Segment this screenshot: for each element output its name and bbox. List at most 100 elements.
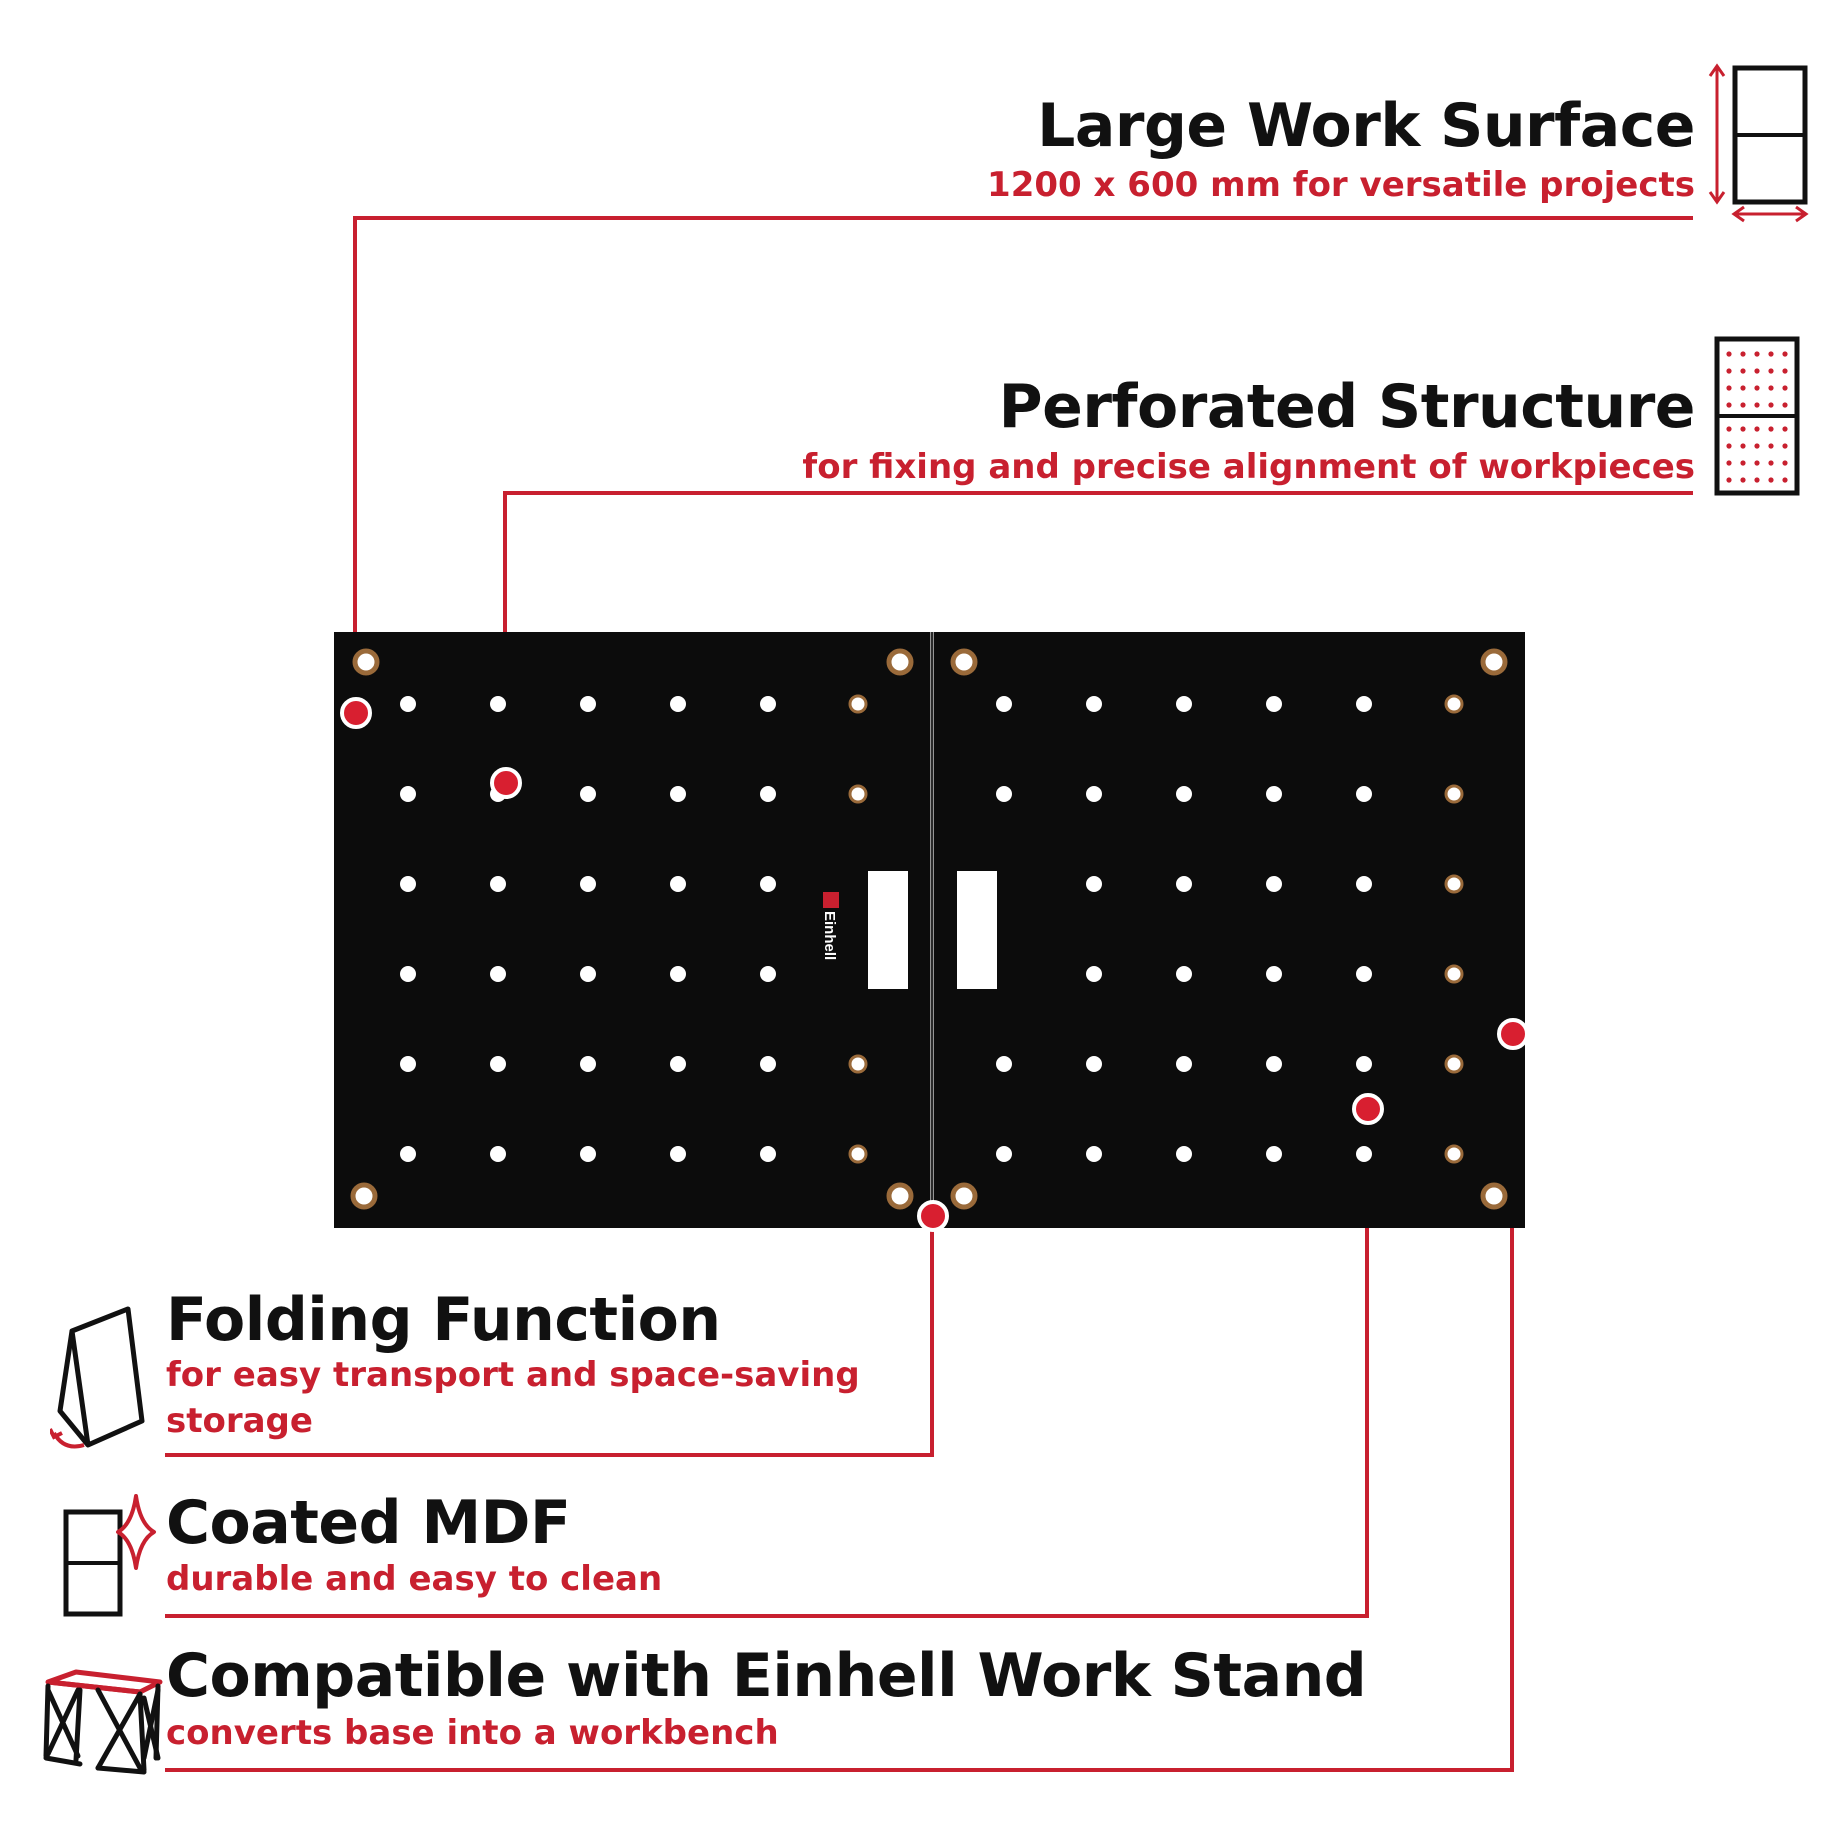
peg-hole [1086, 1146, 1102, 1162]
compatible-title: Compatible with Einhell Work Stand [166, 1641, 1367, 1711]
peg-hole [996, 696, 1012, 712]
perforation-dot [1768, 351, 1774, 357]
peg-hole [760, 696, 776, 712]
peg-hole [400, 786, 416, 802]
brand-logo: Einhell [821, 892, 839, 960]
peg-hole [1356, 966, 1372, 982]
peg-hole [996, 786, 1012, 802]
callout-line-coated [165, 1108, 1369, 1618]
perforation-dot [1782, 426, 1788, 432]
perforated-title: Perforated Structure [998, 372, 1696, 442]
peg-hole [760, 786, 776, 802]
peg-hole [1444, 694, 1464, 714]
peg-hole [670, 786, 686, 802]
handle-slot-right [957, 871, 997, 989]
callout-dots [340, 697, 1529, 1232]
callout-dot-compatible [1497, 1018, 1529, 1050]
perforation-dot [1768, 385, 1774, 391]
board-left-panel [334, 632, 930, 1228]
peg-hole [760, 876, 776, 892]
peg-hole [1444, 784, 1464, 804]
perforation-dot [1782, 385, 1788, 391]
perforation-dot [1740, 477, 1746, 483]
callout-line-large-surface [353, 216, 1693, 712]
folding-subtitle-line1: for easy transport and space-saving [166, 1355, 860, 1395]
perforation-dot [1768, 402, 1774, 408]
dimension-panel-icon [1708, 63, 1809, 223]
peg-hole [1086, 1056, 1102, 1072]
peg-hole [1444, 874, 1464, 894]
perforation-dot [1782, 443, 1788, 449]
corner-screw-hole [350, 1182, 378, 1210]
peg-hole [760, 1146, 776, 1162]
peg-hole [400, 1056, 416, 1072]
peg-hole [848, 1054, 868, 1074]
perforation-dot [1782, 460, 1788, 466]
perforation-dot [1768, 426, 1774, 432]
perforation-dot [1726, 368, 1732, 374]
perforation-dot [1754, 368, 1760, 374]
perforation-dot [1782, 351, 1788, 357]
perforation-dot [1782, 368, 1788, 374]
peg-hole [760, 966, 776, 982]
perforated-subtitle: for fixing and precise alignment of work… [802, 447, 1695, 487]
perforation-dot [1740, 368, 1746, 374]
perforation-dot [1754, 385, 1760, 391]
peg-hole [400, 1146, 416, 1162]
peg-hole [1356, 786, 1372, 802]
perforation-dot [1726, 351, 1732, 357]
perforation-dot [1782, 477, 1788, 483]
large-surface-subtitle: 1200 x 600 mm for versatile projects [987, 165, 1695, 205]
callout-line-folding [165, 1213, 934, 1457]
peg-hole [580, 786, 596, 802]
peg-hole [1176, 1056, 1192, 1072]
sparkle-panel-icon [63, 1494, 156, 1617]
peg-hole [1356, 876, 1372, 892]
peg-hole [400, 696, 416, 712]
peg-hole [670, 966, 686, 982]
peg-hole [1086, 786, 1102, 802]
peg-hole [1356, 1056, 1372, 1072]
folding-title: Folding Function [166, 1285, 721, 1355]
corner-screw-hole [352, 648, 380, 676]
peg-hole [1266, 966, 1282, 982]
peg-hole [580, 876, 596, 892]
corner-screw-hole [1480, 648, 1508, 676]
folding-icon [50, 1306, 145, 1449]
perforation-dot [1782, 402, 1788, 408]
callout-dot-perforated [490, 767, 522, 799]
peg-hole [996, 1056, 1012, 1072]
perforation-dot [1740, 426, 1746, 432]
peg-hole [1444, 1054, 1464, 1074]
peg-hole [1444, 964, 1464, 984]
peg-hole [670, 876, 686, 892]
perforation-dot [1768, 368, 1774, 374]
peg-hole [580, 1146, 596, 1162]
corner-screw-hole [950, 648, 978, 676]
corner-screws [350, 648, 1508, 1210]
brand-logo-text: Einhell [821, 911, 838, 960]
perforation-dot [1754, 477, 1760, 483]
perforation-dot [1740, 385, 1746, 391]
peg-hole [400, 876, 416, 892]
peg-hole [1266, 696, 1282, 712]
coated-title: Coated MDF [166, 1488, 571, 1558]
peg-hole [670, 1146, 686, 1162]
callout-dot-folding [917, 1200, 949, 1232]
peg-hole [848, 1144, 868, 1164]
perforation-dot [1740, 351, 1746, 357]
perforation-dot [1768, 477, 1774, 483]
peg-hole [1356, 1146, 1372, 1162]
peg-hole [490, 696, 506, 712]
peg-hole [1176, 966, 1192, 982]
perforation-dot [1726, 477, 1732, 483]
peg-hole [670, 1056, 686, 1072]
perforation-dot [1768, 443, 1774, 449]
folding-subtitle-line2: storage [166, 1401, 313, 1441]
peg-hole [1266, 876, 1282, 892]
perforation-dot [1726, 443, 1732, 449]
perforation-dot [1754, 426, 1760, 432]
perforation-dot [1740, 402, 1746, 408]
peg-hole [580, 696, 596, 712]
